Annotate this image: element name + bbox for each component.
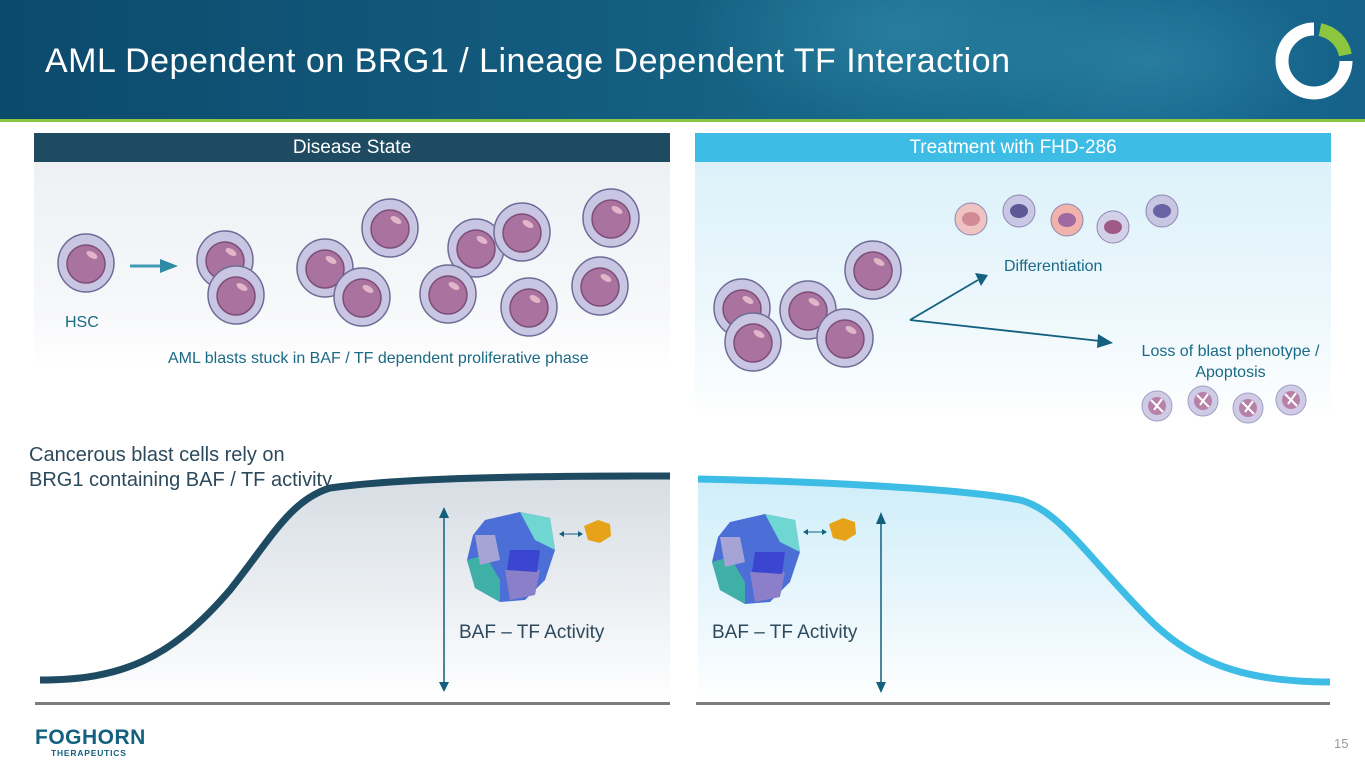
- blast-cell-icon: [361, 198, 419, 258]
- caption-line1: Cancerous blast cells rely on: [29, 444, 285, 466]
- left-baseline-axis: [35, 702, 670, 705]
- banner-accent-line: [0, 119, 1365, 122]
- hsc-label: HSC: [65, 314, 99, 331]
- blast-cell-icon: [724, 312, 782, 372]
- apoptotic-cell-icon: [1232, 392, 1264, 424]
- double-arrow-icon: [559, 531, 583, 537]
- right-curve-fill: [698, 479, 1330, 703]
- page-number: 15: [1334, 736, 1349, 751]
- blast-cell-icon: [844, 240, 902, 300]
- tf-protein-icon: [584, 520, 611, 543]
- tf-protein-icon: [829, 518, 856, 541]
- hsc-cell-icon: [57, 233, 115, 293]
- differentiation-label: Differentiation: [1004, 258, 1103, 275]
- brand-name: FOGHORN: [35, 726, 146, 749]
- blast-cell-icon: [582, 188, 640, 248]
- blast-cell-icon: [500, 277, 558, 337]
- differentiated-cell-icon: [1096, 210, 1130, 244]
- baf-complex-protein-icon: [712, 514, 800, 604]
- blast-cell-icon: [207, 265, 265, 325]
- baf-tf-activity-label-left: BAF – TF Activity: [459, 622, 605, 643]
- foghorn-logo: FOGHORN THERAPEUTICS: [35, 726, 146, 758]
- blast-cell-icon: [333, 267, 391, 327]
- apoptotic-cell-icon: [1275, 384, 1307, 416]
- differentiated-cell-icon: [1145, 194, 1179, 228]
- rising-activity-curve: [39, 472, 671, 684]
- arrow-right-icon: [130, 259, 178, 273]
- baf-complex-protein-icon: [467, 512, 555, 602]
- apoptosis-label-line2: Apoptosis: [1195, 364, 1266, 381]
- aml-blasts-caption: AML blasts stuck in BAF / TF dependent p…: [168, 350, 589, 367]
- vertical-double-arrow-icon: [439, 507, 449, 692]
- apoptosis-label: Loss of blast phenotype / Apoptosis: [1118, 341, 1343, 383]
- vertical-double-arrow-icon: [876, 512, 886, 693]
- apoptotic-cell-icon: [1141, 390, 1173, 422]
- double-arrow-icon: [803, 529, 827, 535]
- differentiated-cell-icon: [1050, 203, 1084, 237]
- blast-cell-icon: [419, 264, 477, 324]
- baf-tf-activity-label-right: BAF – TF Activity: [712, 622, 858, 643]
- falling-activity-curve: [697, 475, 1331, 686]
- blast-cell-icon: [571, 256, 629, 316]
- apoptosis-label-line1: Loss of blast phenotype /: [1141, 343, 1320, 360]
- right-baseline-axis: [696, 702, 1330, 705]
- foghorn-ring-logo-icon: [1275, 22, 1353, 100]
- blast-cell-icon: [493, 202, 551, 262]
- blast-cell-icon: [816, 308, 874, 368]
- slide-title: AML Dependent on BRG1 / Lineage Dependen…: [45, 42, 1011, 80]
- disease-state-heading: Disease State: [34, 133, 670, 162]
- differentiated-cell-icon: [1002, 194, 1036, 228]
- brand-subtitle: THERAPEUTICS: [51, 748, 127, 758]
- title-banner: [0, 0, 1365, 119]
- cancerous-blast-caption: Cancerous blast cells rely on BRG1 conta…: [29, 443, 332, 493]
- apoptotic-cell-icon: [1187, 385, 1219, 417]
- caption-line2: BRG1 containing BAF / TF activity: [29, 469, 333, 491]
- differentiated-cell-icon: [954, 202, 988, 236]
- branch-arrow-icon: [909, 273, 1113, 348]
- treatment-heading: Treatment with FHD-286: [695, 133, 1331, 162]
